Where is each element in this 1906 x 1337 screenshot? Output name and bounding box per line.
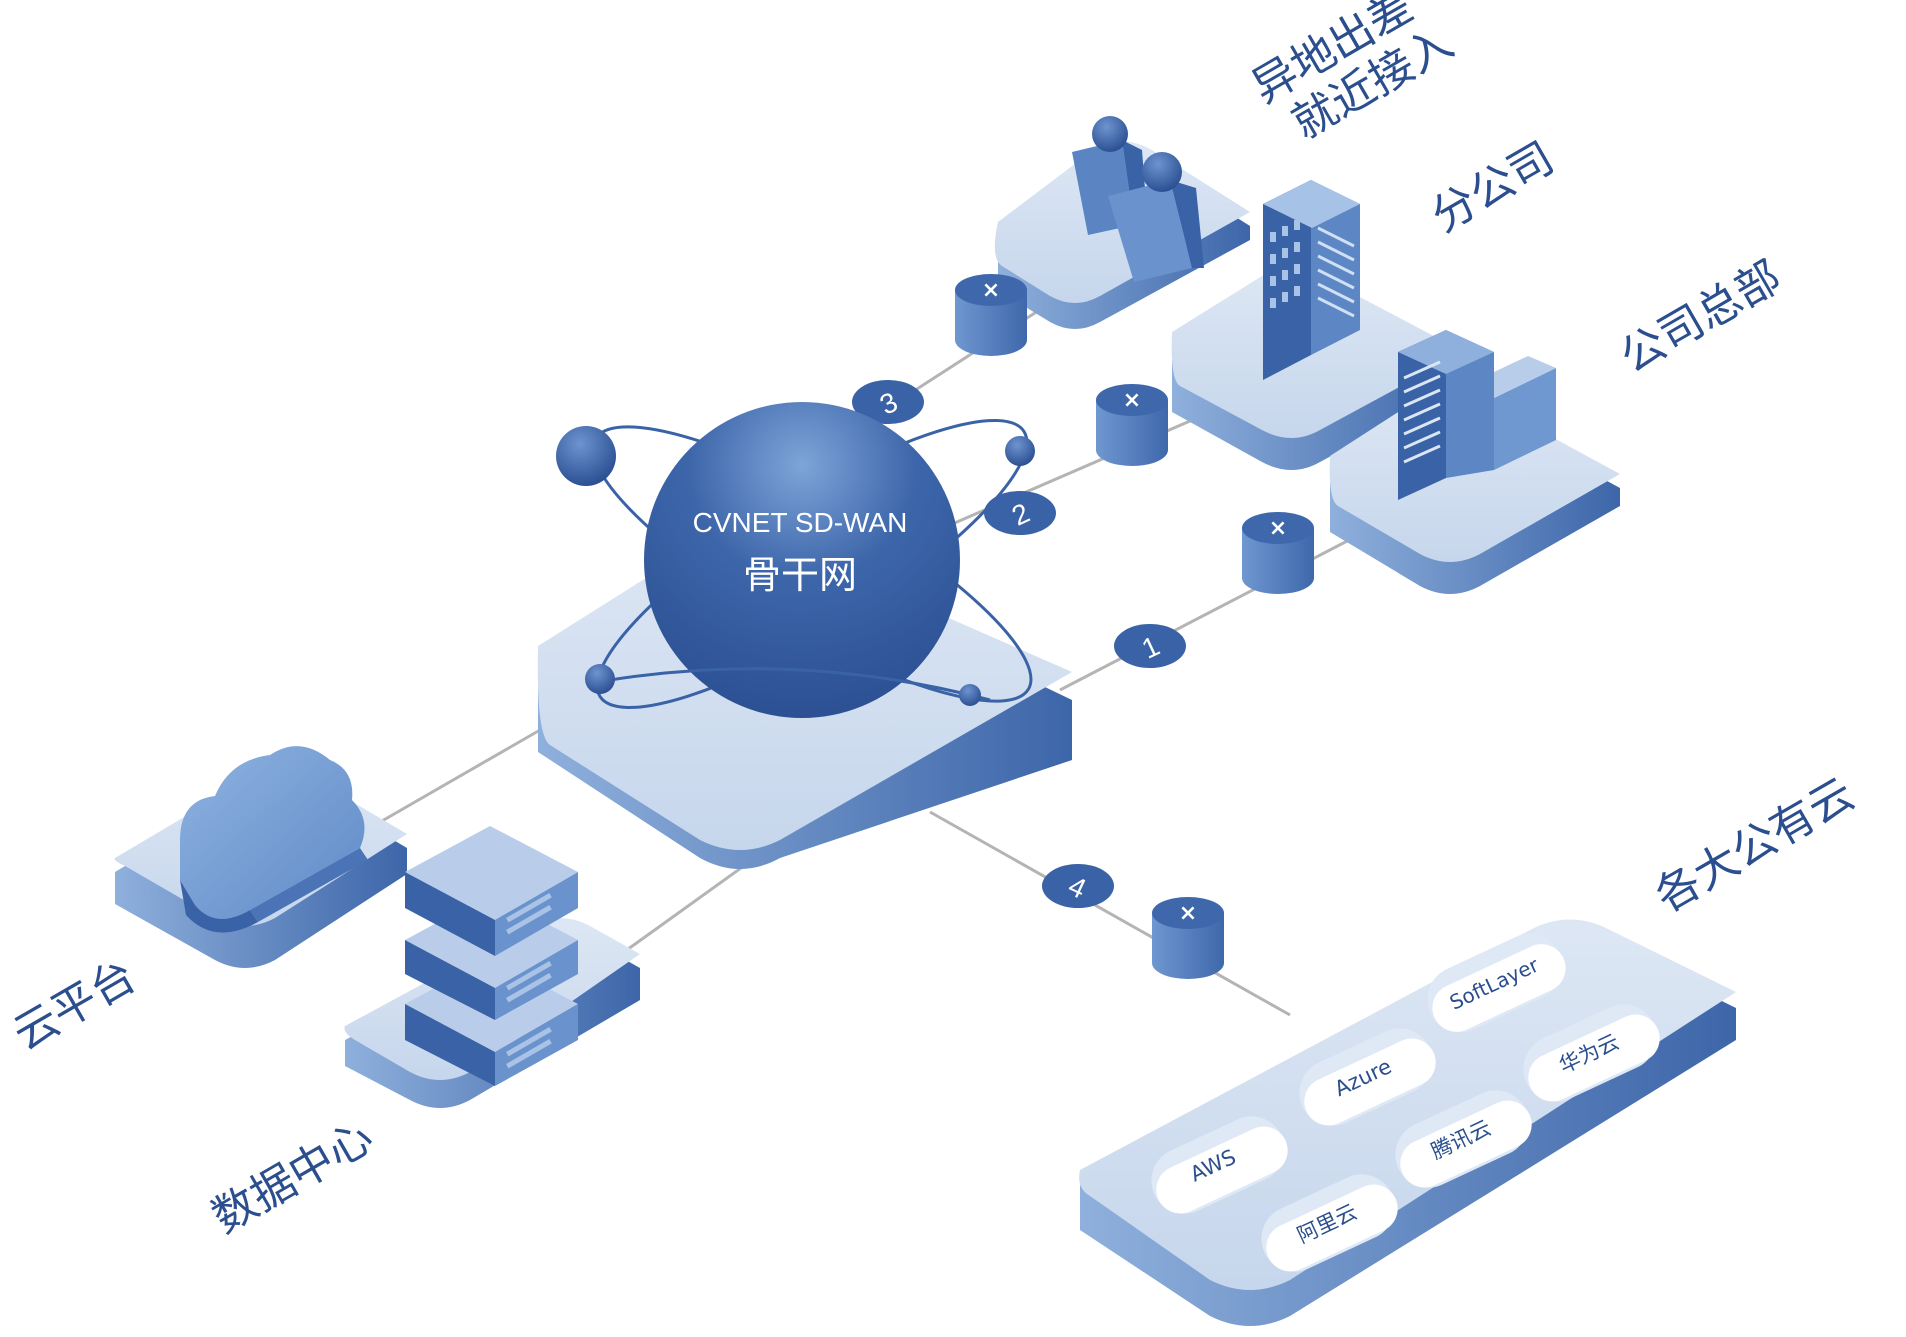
svg-text:×: × bbox=[982, 278, 1000, 303]
server-rack-icon bbox=[405, 826, 578, 1086]
people-icon bbox=[1072, 116, 1204, 282]
orbit-node-icon bbox=[959, 684, 981, 706]
svg-text:×: × bbox=[1269, 516, 1287, 541]
cloud-icon bbox=[180, 746, 368, 933]
link-badge-3: 3 bbox=[852, 380, 924, 424]
link-badge-2: 2 bbox=[984, 491, 1056, 535]
provider-cloud-softlayer: SoftLayer bbox=[1427, 933, 1566, 1033]
label-public-clouds: 各大公有云 bbox=[1647, 768, 1863, 922]
remote-access-node bbox=[994, 116, 1250, 329]
cloud-platform-node bbox=[114, 746, 407, 968]
router-icon-2: × bbox=[1096, 384, 1168, 466]
public-clouds-node: SoftLayer Azure 华为云 AWS 腾讯云 阿里云 bbox=[1079, 919, 1736, 1326]
headquarters-building-icon bbox=[1398, 330, 1556, 500]
link-badge-1: 1 bbox=[1114, 624, 1186, 668]
link-line-cloud-platform bbox=[374, 728, 541, 827]
provider-cloud-aliyun: 阿里云 bbox=[1261, 1174, 1398, 1272]
backbone-subtitle: 骨干网 bbox=[743, 553, 857, 597]
orbit-node-icon bbox=[1005, 436, 1035, 466]
label-branch: 分公司 bbox=[1423, 132, 1563, 242]
router-icon-3: × bbox=[955, 274, 1027, 356]
data-center-node bbox=[344, 826, 640, 1108]
link-badge-4: 4 bbox=[1042, 864, 1114, 908]
link-line-1 bbox=[1059, 522, 1381, 692]
router-icon-4: × bbox=[1152, 897, 1224, 979]
backbone-core-node: CVNET SD-WAN 骨干网 bbox=[537, 402, 1072, 869]
office-tower-icon bbox=[1263, 180, 1360, 380]
orbit-node-icon bbox=[585, 664, 615, 694]
svg-text:×: × bbox=[1123, 388, 1141, 413]
provider-cloud-huawei: 华为云 bbox=[1523, 1004, 1660, 1102]
provider-cloud-aws: AWS bbox=[1151, 1116, 1288, 1214]
headquarters-node bbox=[1329, 330, 1620, 594]
label-data-center: 数据中心 bbox=[204, 1111, 382, 1243]
backbone-sphere bbox=[644, 402, 960, 718]
provider-cloud-azure: Azure bbox=[1299, 1028, 1436, 1126]
provider-cloud-tencent: 腾讯云 bbox=[1395, 1090, 1532, 1188]
label-cloud-platform: 云平台 bbox=[5, 950, 145, 1060]
link-line-4 bbox=[929, 810, 1291, 1017]
router-icon-1: × bbox=[1242, 512, 1314, 594]
label-headquarters: 公司总部 bbox=[1612, 251, 1790, 383]
orbit-node-icon bbox=[556, 426, 616, 486]
svg-text:×: × bbox=[1179, 901, 1197, 926]
backbone-title: CVNET SD-WAN bbox=[693, 507, 908, 538]
